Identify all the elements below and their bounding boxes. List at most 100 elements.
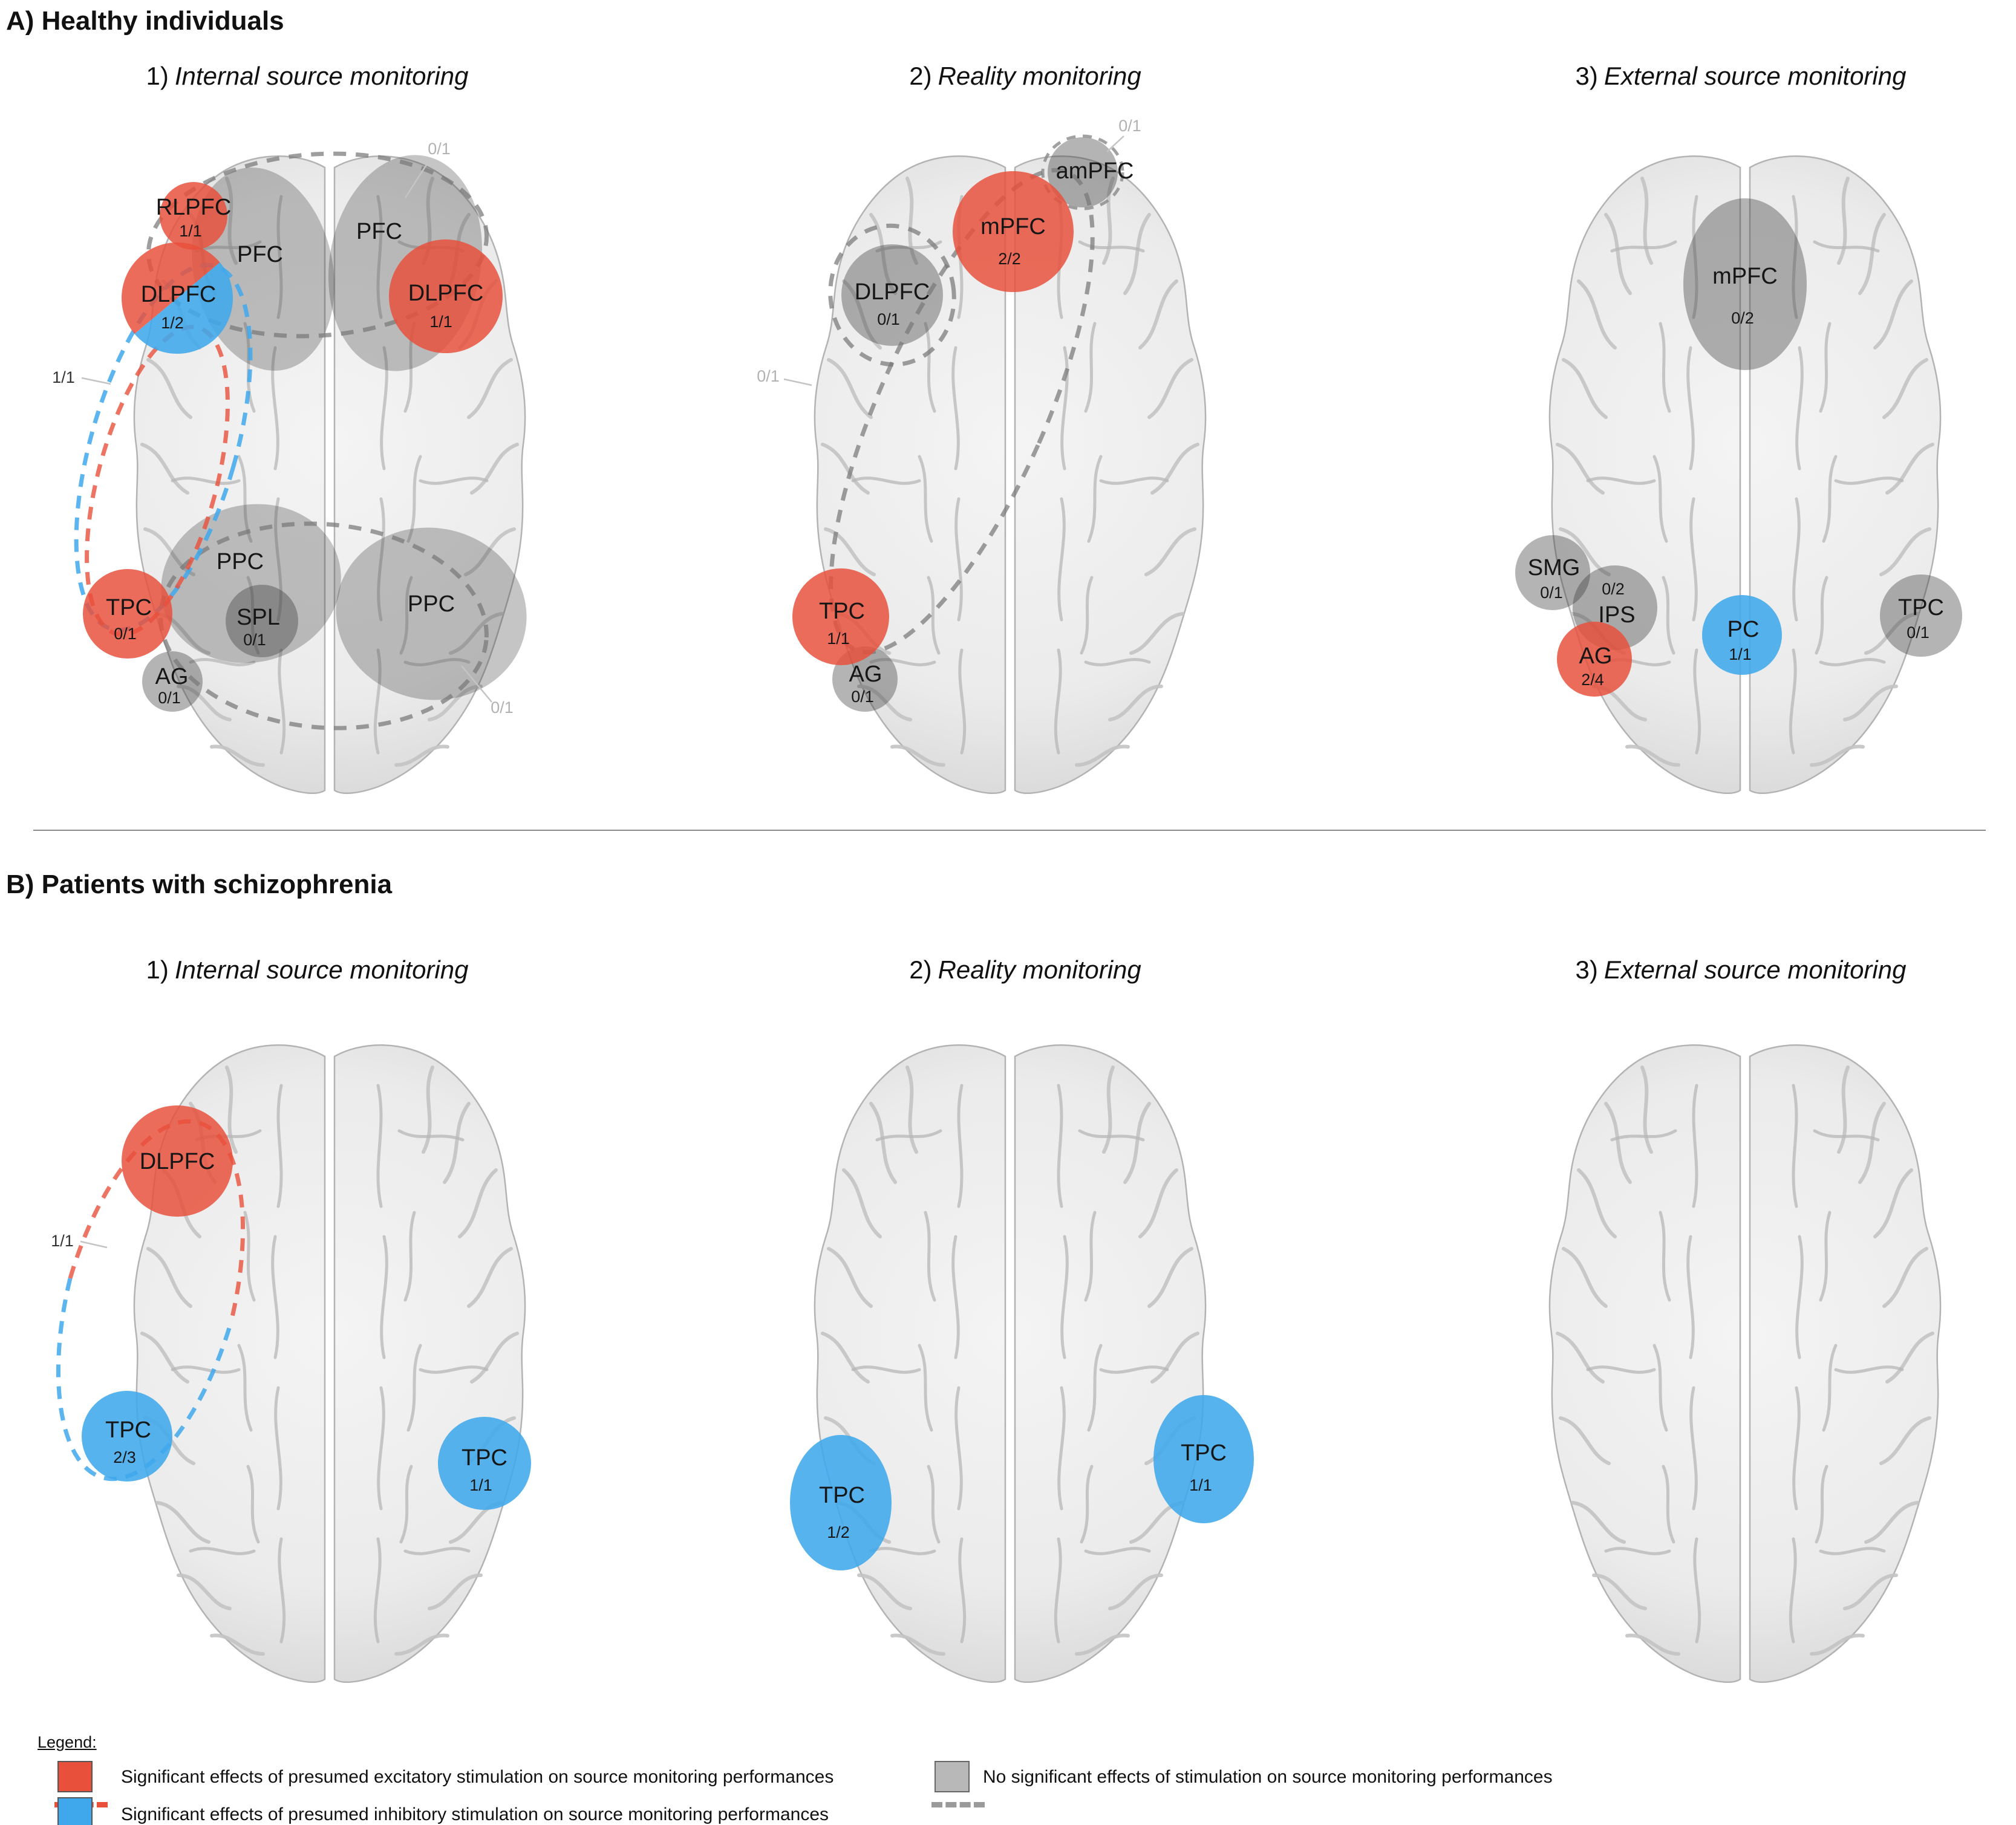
region-smg-circle xyxy=(1515,535,1590,610)
region-tpc-right-circle xyxy=(1880,574,1962,657)
tpc-left-label: TPC xyxy=(819,1483,865,1508)
stim-ellipse-value: 1/1 xyxy=(51,1232,74,1250)
region-tpc-left-circle xyxy=(790,1435,892,1570)
network-ellipse-value: 0/1 xyxy=(757,367,780,385)
ips-value: 0/2 xyxy=(1602,580,1625,598)
inhibitory-dashed-ellipse-bottom xyxy=(56,1278,233,1482)
section-b-heading: B) Patients with schizophrenia xyxy=(6,870,393,899)
panel-b1-internal-source-monitoring-schizophrenia: 1/1 DLPFC TPC 2/3 TPC 1/1 xyxy=(51,1031,559,1696)
tpc-label: TPC xyxy=(1898,595,1944,620)
region-dlpfc-fill xyxy=(841,244,943,346)
rlpfc-value: 1/1 xyxy=(179,222,202,240)
tpc-right-label: TPC xyxy=(462,1445,507,1471)
frontoparietal-dashed-ellipse xyxy=(829,168,1095,655)
panel-a3-external-source-monitoring-healthy: mPFC 0/2 SMG 0/1 0/2 IPS AG 2/4 PC 1/1 T… xyxy=(1515,142,1975,807)
panel-title-b1-name: Internal source monitoring xyxy=(174,955,469,984)
ampfc-label: amPFC xyxy=(1056,158,1134,184)
panel-title-b1: 1)Internal source monitoring xyxy=(146,955,469,984)
panel-b2-reality-monitoring-schizophrenia: TPC 1/2 TPC 1/1 xyxy=(780,1031,1254,1696)
region-ag-circle xyxy=(1557,622,1632,697)
ag-value: 0/1 xyxy=(158,689,181,707)
leader-network-value xyxy=(783,378,812,386)
region-tpc-circle xyxy=(792,568,889,665)
region-ppc-left-fill xyxy=(161,504,341,663)
tpc-right-value: 1/1 xyxy=(469,1476,492,1494)
leader-stim-value xyxy=(80,1240,108,1249)
panel-title-a1: 1)Internal source monitoring xyxy=(146,62,469,91)
ampfc-value: 0/1 xyxy=(1118,117,1141,135)
panel-title-b2-name: Reality monitoring xyxy=(938,955,1141,984)
pc-label: PC xyxy=(1727,617,1760,642)
panel-title-a3-number: 3) xyxy=(1575,62,1598,90)
parietal-ellipse-value: 0/1 xyxy=(491,698,514,717)
dlpfc-label: DLPFC xyxy=(140,1149,215,1174)
panel-a3-overlays: mPFC 0/2 SMG 0/1 0/2 IPS AG 2/4 PC 1/1 T… xyxy=(1515,198,1962,697)
pfc-right-label: PFC xyxy=(356,219,402,244)
legend-excitatory-text: Significant effects of presumed excitato… xyxy=(121,1767,834,1787)
pfc-left-label: PFC xyxy=(237,242,283,267)
leader-frontal-value xyxy=(404,160,431,198)
tpc-left-value: 1/2 xyxy=(827,1523,850,1541)
region-dlpfc-circle xyxy=(122,1105,233,1217)
panel-title-b1-number: 1) xyxy=(146,955,169,984)
dlpfc-left-value: 1/2 xyxy=(161,314,184,332)
tpc-label: TPC xyxy=(819,599,865,624)
leader-stim-value xyxy=(81,377,111,385)
region-tpc-circle xyxy=(83,569,172,659)
panel-title-b2-number: 2) xyxy=(909,955,932,984)
panel-title-a2-name: Reality monitoring xyxy=(938,62,1141,90)
panel-title-a2-number: 2) xyxy=(909,62,932,90)
section-divider xyxy=(33,830,1986,831)
ag-label: AG xyxy=(155,664,189,689)
tpc-value: 0/1 xyxy=(1907,623,1930,642)
mpfc-value: 0/2 xyxy=(1731,309,1754,327)
tpc-left-value: 2/3 xyxy=(113,1448,136,1466)
legend-inhibitory-swatch xyxy=(57,1797,93,1825)
legend-no-effect-dash xyxy=(931,1802,985,1807)
leader-ampfc-value xyxy=(1106,135,1124,152)
inhibitory-dashed-ellipse xyxy=(74,262,253,633)
tpc-value: 0/1 xyxy=(114,625,137,643)
panel-title-a1-number: 1) xyxy=(146,62,169,90)
mpfc-label: mPFC xyxy=(980,214,1046,239)
region-mpfc-circle xyxy=(953,171,1074,292)
legend-inhibitory-text: Significant effects of presumed inhibito… xyxy=(121,1804,829,1824)
ppc-right-label: PPC xyxy=(408,591,455,617)
panel-b2-overlays: TPC 1/2 TPC 1/1 xyxy=(790,1395,1254,1570)
excitatory-dashed-ellipse-top xyxy=(68,1119,246,1322)
legend-excitatory-swatch xyxy=(57,1761,93,1792)
ppc-left-label: PPC xyxy=(217,549,264,574)
panel-b1-overlays: 1/1 DLPFC TPC 2/3 TPC 1/1 xyxy=(51,1105,531,1510)
panel-title-b3: 3)External source monitoring xyxy=(1576,955,1907,984)
ag-label: AG xyxy=(1579,643,1613,669)
ag-value: 0/1 xyxy=(851,688,874,706)
ips-label: IPS xyxy=(1598,602,1635,628)
frontal-dashed-ellipse xyxy=(146,151,489,339)
dlpfc-right-value: 1/1 xyxy=(429,313,452,331)
tpc-right-label: TPC xyxy=(1181,1440,1227,1466)
panel-title-b2: 2)Reality monitoring xyxy=(909,955,1141,984)
ag-value: 2/4 xyxy=(1581,671,1604,689)
region-tpc-left-circle xyxy=(82,1391,172,1482)
legend-heading: Legend: xyxy=(38,1733,97,1751)
mpfc-value: 2/2 xyxy=(998,250,1021,268)
region-ag-circle xyxy=(142,651,203,712)
smg-label: SMG xyxy=(1528,555,1581,581)
panel-title-a2: 2)Reality monitoring xyxy=(909,62,1141,91)
section-a-heading: A) Healthy individuals xyxy=(6,6,284,36)
panel-title-a3-name: External source monitoring xyxy=(1603,62,1907,90)
panel-a1-internal-source-monitoring-healthy: 0/1 RLPFC 1/1 PFC PFC DLPFC 1/2 DLPFC 1/… xyxy=(52,140,559,807)
leader-parietal-value xyxy=(461,665,492,703)
smg-value: 0/1 xyxy=(1540,584,1563,602)
panel-a2-reality-monitoring-healthy: 0/1 amPFC mPFC 2/2 DLPFC 0/1 0/1 TPC 1/1… xyxy=(757,117,1240,807)
parietal-dashed-ellipse xyxy=(158,521,489,730)
region-pc-circle xyxy=(1702,595,1782,675)
stim-ellipse-value: 1/1 xyxy=(52,368,75,386)
dlpfc-dashed-ellipse xyxy=(828,223,956,367)
panel-title-a3: 3)External source monitoring xyxy=(1576,62,1907,91)
ag-label: AG xyxy=(849,662,882,687)
tpc-left-label: TPC xyxy=(105,1417,151,1443)
tpc-label: TPC xyxy=(106,595,152,620)
dlpfc-left-label: DLPFC xyxy=(141,282,217,307)
region-ampfc-circle xyxy=(1048,137,1118,207)
